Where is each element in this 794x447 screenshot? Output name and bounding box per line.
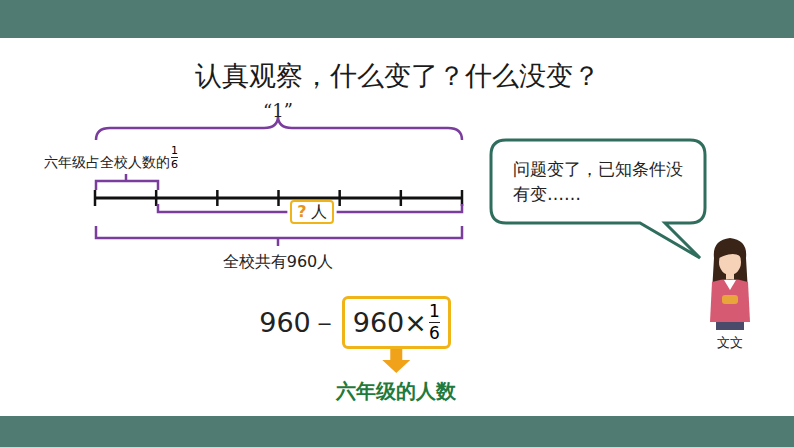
tick [461, 190, 464, 206]
total-bracket-tip [277, 238, 280, 246]
tick [400, 190, 403, 206]
total-bracket [96, 226, 462, 238]
bottom-bar [0, 416, 794, 447]
fraction-bar [171, 157, 178, 158]
bubble-text: 问题变了，已知条件没有变…… [513, 157, 685, 208]
unit-one-label: “1” [263, 100, 293, 121]
part-label: 六年级占全校人数的 [44, 154, 170, 172]
bubble-text-box: 问题变了，已知条件没有变…… [500, 146, 698, 218]
speech-bubble [491, 140, 705, 258]
girl-figure [710, 238, 750, 330]
tick [94, 190, 97, 206]
unit-text: 人 [311, 202, 327, 221]
fraction: 16 [171, 145, 178, 170]
numerator: 1 [171, 145, 178, 156]
down-arrow [382, 349, 410, 373]
fraction: 16 [429, 303, 440, 342]
formula-part: 960－ [259, 305, 338, 341]
numerator: 1 [429, 303, 440, 320]
result-label: 六年级的人数 [336, 378, 456, 405]
denominator: 6 [171, 159, 178, 170]
fraction-bar [429, 322, 440, 323]
tick [216, 190, 219, 206]
name-label: 文文 [717, 334, 743, 352]
slide-title: 认真观察，什么变了？什么没变？ [195, 58, 600, 94]
part-bracket-tip [125, 174, 128, 181]
question-mark: ? [297, 202, 306, 221]
tick [155, 190, 158, 206]
top-bar [0, 0, 794, 38]
highlight-box: 960×16 [342, 296, 451, 349]
tick [277, 190, 280, 206]
formula-text: 960× [353, 307, 427, 338]
segment-ticks [95, 190, 462, 206]
part-bracket [96, 181, 158, 190]
unknown-box: ?人 [290, 200, 333, 223]
denominator: 6 [429, 325, 440, 342]
total-label: 全校共有960人 [223, 252, 334, 273]
tick [338, 190, 341, 206]
